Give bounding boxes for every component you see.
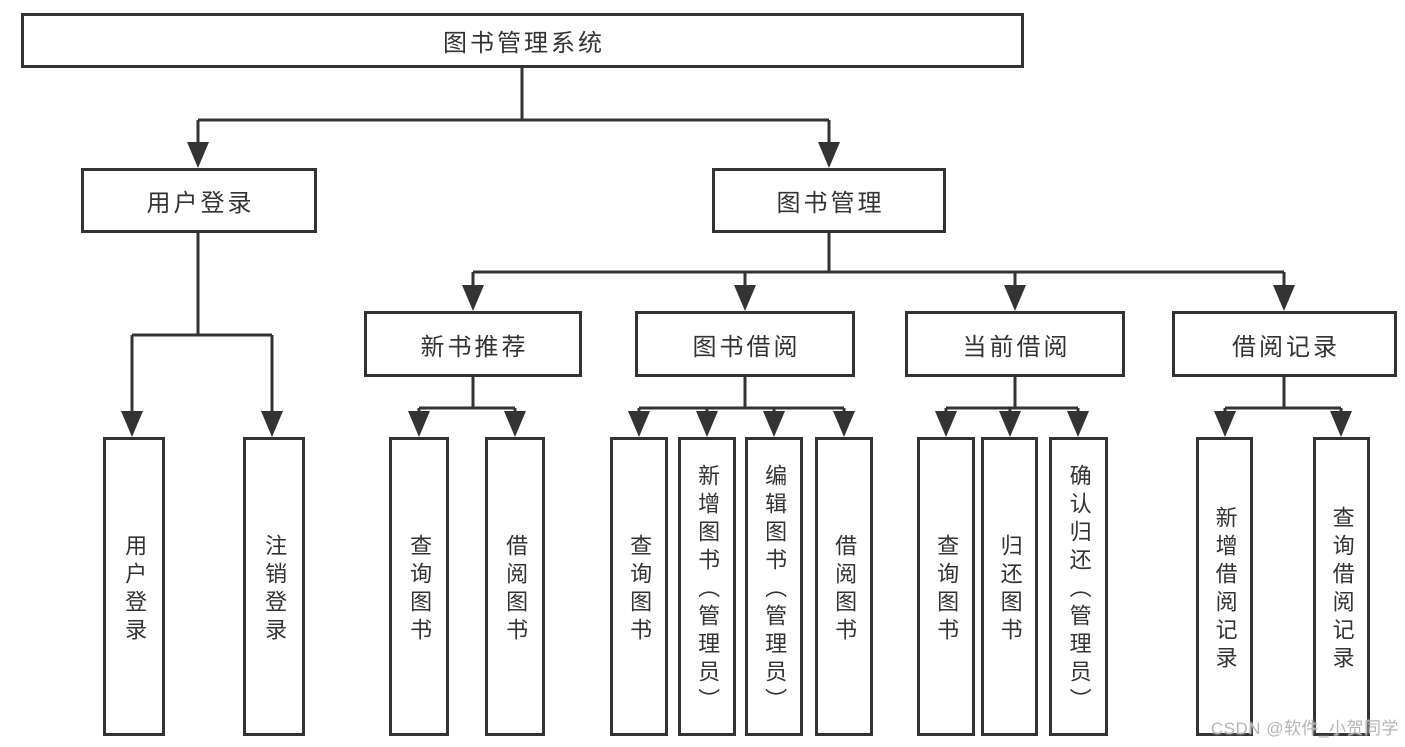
- node-label: 借阅图书: [503, 533, 529, 646]
- node-borrowing-records: 借阅记录: [1172, 311, 1397, 377]
- node-label: 用户登录: [122, 533, 148, 646]
- node-label: 新增图书（管理员）: [695, 463, 721, 716]
- leaf-borrow-books-recommend: 借阅图书: [485, 437, 545, 736]
- node-label: 查询图书: [934, 533, 960, 646]
- node-current-borrowing: 当前借阅: [905, 311, 1125, 377]
- node-label: 用户登录: [146, 190, 255, 217]
- leaf-user-login: 用户登录: [103, 437, 165, 736]
- leaf-confirm-return-admin: 确认归还（管理员）: [1049, 437, 1108, 736]
- node-label: 借阅记录: [1232, 333, 1340, 361]
- node-label: 确认归还（管理员）: [1066, 463, 1092, 716]
- node-label: 图书管理: [776, 190, 885, 217]
- node-label: 归还图书: [997, 533, 1023, 646]
- node-label: 当前借阅: [962, 333, 1071, 361]
- leaf-query-borrow-record: 查询借阅记录: [1313, 437, 1370, 736]
- node-label: 注销登录: [262, 533, 288, 646]
- leaf-edit-books-admin: 编辑图书（管理员）: [745, 437, 803, 736]
- node-label: 新增借阅记录: [1212, 505, 1238, 674]
- arrowheads: [121, 142, 1352, 437]
- node-label: 查询图书: [627, 533, 653, 646]
- node-label: 查询图书: [407, 533, 433, 646]
- node-label: 借阅图书: [832, 533, 858, 646]
- node-library-management-system: 图书管理系统: [21, 13, 1024, 68]
- node-user-login: 用户登录: [81, 168, 317, 233]
- leaf-query-books-recommend: 查询图书: [389, 437, 449, 736]
- leaf-query-books-borrowing: 查询图书: [610, 437, 668, 736]
- leaf-query-books-current: 查询图书: [917, 437, 975, 736]
- node-label: 编辑图书（管理员）: [762, 463, 788, 716]
- node-label: 新书推荐: [420, 333, 529, 361]
- leaf-logout: 注销登录: [243, 437, 305, 736]
- node-book-management: 图书管理: [712, 168, 946, 233]
- node-book-borrowing: 图书借阅: [635, 311, 855, 377]
- leaf-borrow-books-borrowing: 借阅图书: [815, 437, 873, 736]
- leaf-add-borrow-record: 新增借阅记录: [1196, 437, 1253, 736]
- node-label: 图书管理系统: [443, 30, 605, 57]
- node-label: 图书借阅: [692, 333, 801, 361]
- node-new-book-recommendation: 新书推荐: [364, 311, 582, 377]
- csdn-watermark: CSDN @软件_小贺同学: [1210, 719, 1399, 738]
- leaf-return-books: 归还图书: [981, 437, 1038, 736]
- node-label: 查询借阅记录: [1329, 505, 1355, 674]
- leaf-add-books-admin: 新增图书（管理员）: [678, 437, 736, 736]
